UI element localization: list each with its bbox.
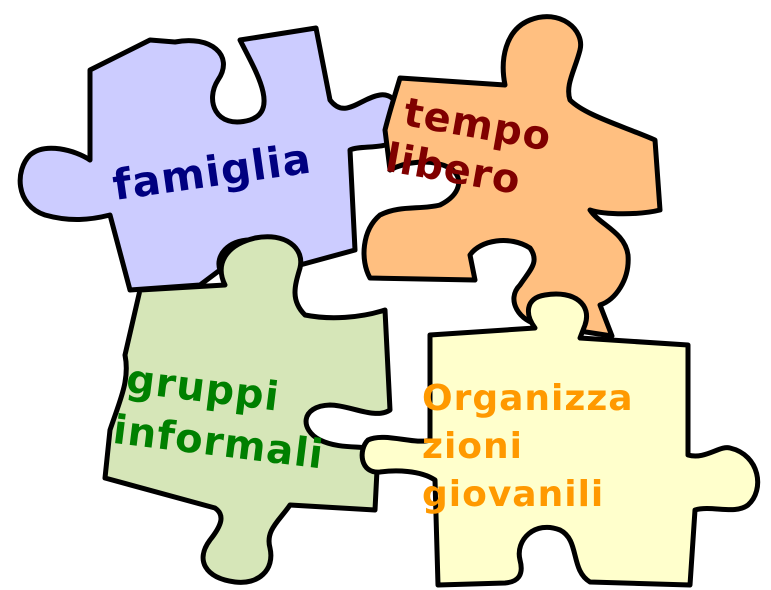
puzzle-piece-organizzazioni-giovanili-shape xyxy=(359,291,761,588)
label-zioni-line: zioni xyxy=(422,426,523,467)
puzzle-piece-famiglia-shape xyxy=(17,25,405,293)
puzzle-piece-gruppi-informali xyxy=(102,234,393,585)
label-giovanili-line: giovanili xyxy=(422,474,604,515)
label-organizza-line: Organizza xyxy=(422,378,634,419)
puzzle-piece-organizzazioni-giovanili xyxy=(359,291,761,588)
puzzle-piece-gruppi-informali-shape xyxy=(102,234,393,585)
puzzle-piece-famiglia xyxy=(17,25,405,293)
label-organizzazioni-giovanili: Organizza zioni giovanili xyxy=(422,378,647,515)
